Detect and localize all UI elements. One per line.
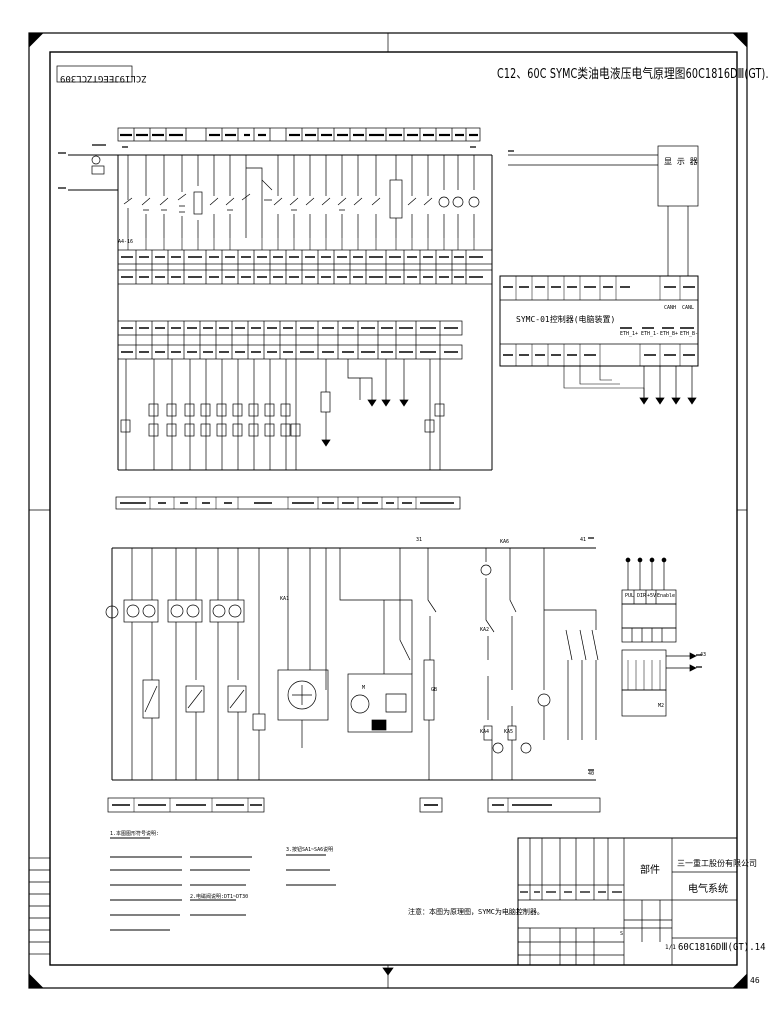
drawing-number-box (56, 65, 133, 83)
plc-pin-marks (503, 286, 695, 356)
wire-31: 31 (416, 537, 423, 543)
output-solenoid-columns (120, 359, 445, 470)
scale-label: S (620, 931, 624, 937)
driver-enable: Enable (657, 593, 676, 599)
sheet-count: 1/1 (665, 944, 676, 951)
company-name: 三一重工股份有限公司 (677, 859, 757, 868)
input-terminal-row (117, 269, 493, 285)
corner-marker-br (732, 973, 748, 989)
title-block (517, 837, 738, 966)
display-box (657, 145, 699, 207)
stepper-driver (621, 557, 697, 717)
note-item-3: 3.按钮SA1~SA6说明 (286, 847, 334, 853)
outer-frame (28, 32, 748, 989)
motor-m-label: M (362, 685, 366, 691)
document-number: 60C1816DⅢ(GT).14 (678, 942, 766, 953)
relay-ka4: KA4 (480, 729, 490, 735)
relay-columns (480, 548, 599, 780)
corner-marker-tr (732, 32, 748, 48)
input-code-0: A4-16 (118, 239, 134, 245)
wire-41: 41 (580, 537, 587, 543)
comm-eth1p: ETH_1+ (620, 331, 639, 337)
input-code-row (117, 249, 493, 265)
bottom-note: 注意：本图为原理图，SYMC为电脑控制器。 (408, 908, 544, 916)
plc-label: SYMC-01控制器(电脑装置) (516, 315, 616, 324)
battery-label: GB (431, 687, 438, 693)
system-label: 电气系统 (688, 884, 728, 895)
can-l: CANL (682, 305, 695, 311)
display-label: 显 示 器 (664, 157, 698, 166)
can-h: CANH (664, 305, 677, 311)
dc-motor (339, 548, 413, 733)
pump-motor (277, 548, 329, 748)
corner-marker-tl (28, 32, 44, 48)
wire-40: 40 (588, 771, 595, 777)
relay-ka6: KA6 (500, 539, 510, 545)
ground-arrows-top (321, 399, 409, 447)
row-dividers (135, 250, 467, 359)
comm-ethbp: ETH_B+ (660, 331, 679, 337)
output-pin-row (117, 344, 463, 360)
drawing-number: ZCL19JEEGTZCL309 (60, 73, 147, 83)
note-item-2: 2.电磁阀说明:DT1~DT30 (190, 894, 249, 900)
part-label: 部件 (640, 865, 660, 876)
page-number: 46 (750, 976, 760, 985)
corner-marker-bl (28, 973, 44, 989)
driver-pul: PUL (625, 593, 635, 599)
cell-text-marks (121, 256, 483, 353)
inner-frame (49, 51, 738, 966)
relay-ka2: KA2 (480, 627, 490, 633)
relay-ka5: KA5 (504, 729, 514, 735)
note-item-1: 1.本图图形符号说明: (110, 831, 160, 837)
driver-dir: DIR (637, 593, 647, 599)
notes-block (110, 837, 336, 931)
driver-5v: +5V (647, 593, 657, 599)
input-switch-columns (123, 155, 480, 238)
comm-eth1m: ETH_1- (641, 331, 660, 337)
comm-ethbm: ETH_B- (680, 331, 699, 337)
bottom-label-strip-left (107, 797, 265, 813)
output-code-row (117, 320, 463, 336)
wire-43: 43 (700, 652, 707, 658)
plc-output-arrows (639, 366, 697, 405)
motor-m2-label: M2 (658, 703, 665, 709)
plc-controller-box (499, 275, 699, 367)
sheet-title: C12、60C SYMC类油电液压电气原理图60C1816DⅢ(GT).14 (497, 67, 768, 82)
gauge-group (105, 548, 247, 780)
top-header-cells (133, 128, 467, 141)
relay-ka1: KA1 (280, 596, 290, 602)
center-arrow-bottom (382, 967, 394, 976)
